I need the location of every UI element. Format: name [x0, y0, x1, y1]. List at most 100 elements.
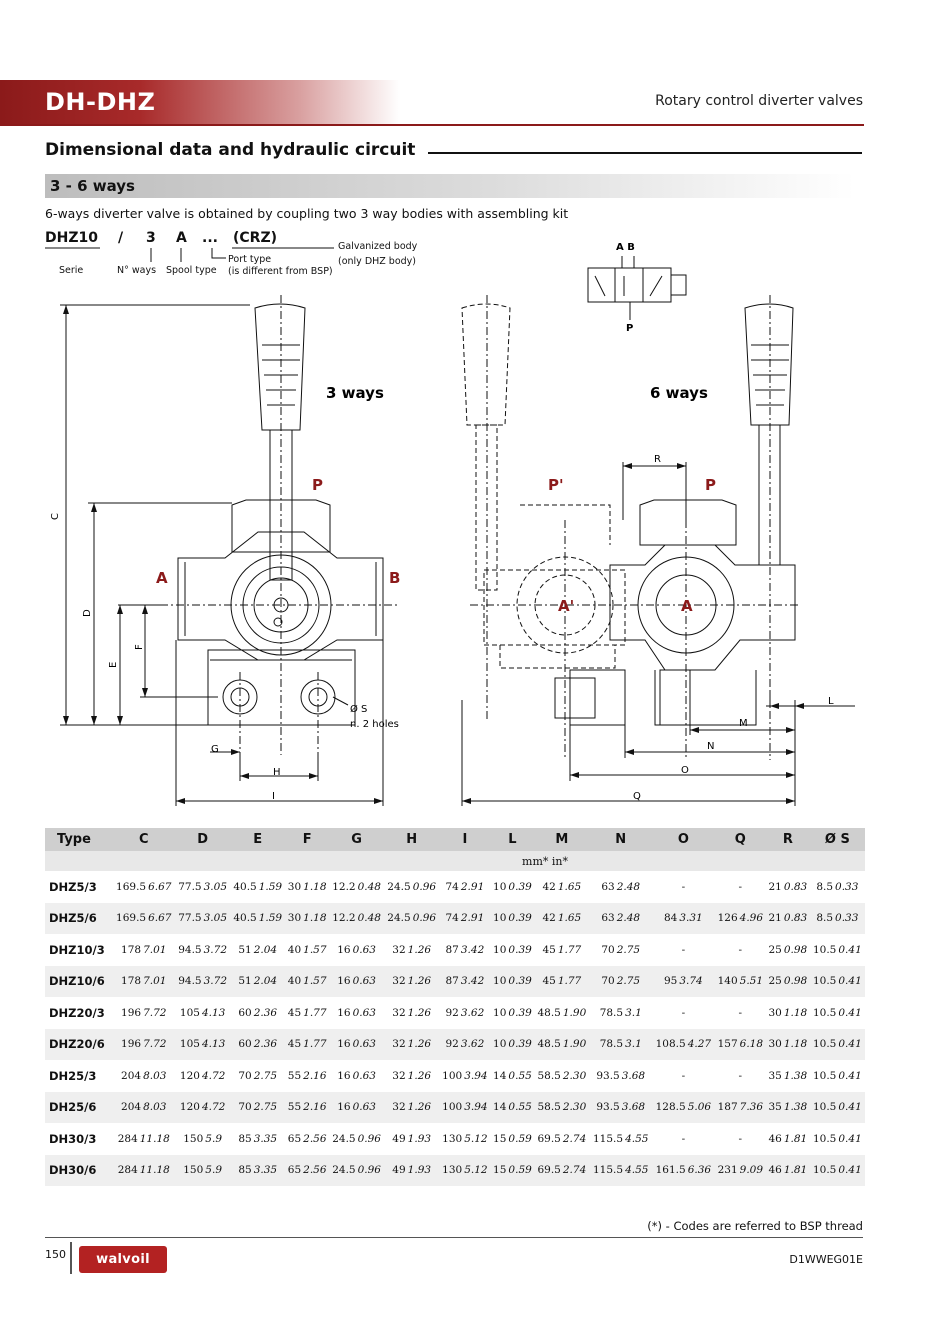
dim-c-label: C	[50, 513, 61, 520]
column-header: H	[384, 828, 440, 851]
technical-drawing: A B P 3 ways 6 ways P A B P' P A' A C D …	[45, 242, 855, 806]
code-spool: A	[176, 230, 187, 246]
code-ways: 3	[146, 230, 156, 246]
dim-i-label: I	[272, 791, 275, 802]
dimension-lines-left	[60, 304, 384, 806]
code-label-ways: N° ways	[117, 265, 157, 276]
subsection-band	[45, 174, 855, 198]
dim-h-label: H	[273, 767, 281, 778]
dim-g-label: G	[211, 744, 219, 755]
code-label-serie: Serie	[59, 265, 84, 276]
column-header: O	[652, 828, 715, 851]
header-band	[0, 80, 400, 125]
type-cell: DHZ5/6	[45, 902, 113, 934]
port-a-6way: A	[681, 597, 693, 615]
page-number: 150	[45, 1248, 66, 1261]
value-cell: -	[738, 880, 743, 893]
code-label-galv2: (only DHZ body)	[338, 256, 417, 267]
subsection-title: 3 - 6 ways	[50, 177, 135, 195]
symbol-p-label: P	[626, 323, 633, 334]
type-cell: DHZ10/3	[49, 942, 105, 957]
column-header: Type	[45, 828, 113, 851]
three-ways-label: 3 ways	[326, 384, 384, 402]
symbol-ab-label: A B	[616, 242, 635, 253]
column-header: R	[765, 828, 810, 851]
six-ways-label: 6 ways	[650, 384, 708, 402]
column-header: N	[589, 828, 653, 851]
hydraulic-symbol	[587, 256, 687, 320]
units-row: mm* in*	[45, 851, 865, 871]
footer-rule	[45, 1237, 863, 1238]
column-header: E	[230, 828, 286, 851]
type-cell: DH30/3	[49, 1131, 97, 1146]
dim-o-label: O	[681, 765, 689, 776]
column-header: Q	[714, 828, 766, 851]
column-header: L	[490, 828, 535, 851]
code-label-port2: (is different from BSP)	[228, 266, 333, 277]
column-header: D	[175, 828, 231, 851]
value-cell: -	[681, 880, 686, 893]
header-rule	[0, 124, 864, 126]
value-cell: -	[681, 1132, 686, 1145]
description: 6-ways diverter valve is obtained by cou…	[45, 206, 569, 221]
code-label-port: Port type	[228, 254, 272, 265]
value-cell: -	[738, 1006, 743, 1019]
